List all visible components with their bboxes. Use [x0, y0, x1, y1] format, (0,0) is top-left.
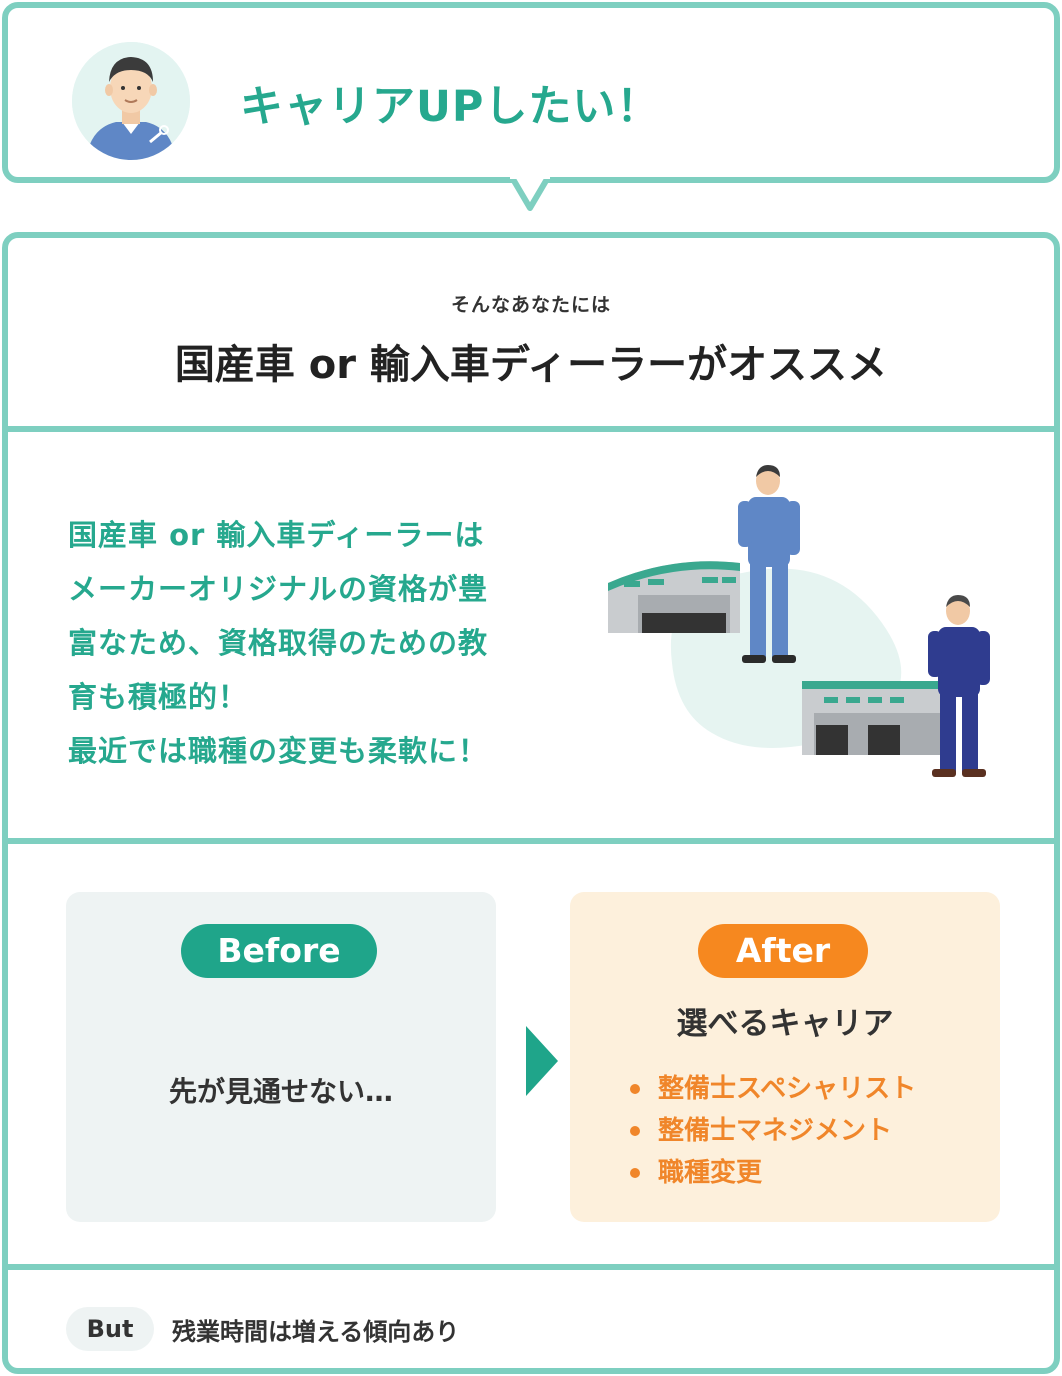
section-divider [8, 838, 1054, 844]
bubble-tail [510, 174, 550, 214]
list-item: 整備士スペシャリスト [630, 1068, 916, 1110]
arrow-right-icon [522, 1026, 562, 1096]
description-line: 国産車 or 輸入車ディーラーは [68, 518, 485, 552]
description: 国産車 or 輸入車ディーラーは メーカーオリジナルの資格が豊 富なため、資格取… [68, 508, 608, 778]
heading-ruby: そんなあなたには [450, 294, 611, 316]
dealership-illustration [602, 463, 1002, 803]
list-item-label: 職種変更 [658, 1158, 763, 1188]
speech-bubble: キャリアUPしたい！ [2, 2, 1060, 183]
description-line: 最近では職種の変更も柔軟に！ [68, 734, 489, 768]
after-panel: After 選べるキャリア 整備士スペシャリスト 整備士マネジメント 職種変更 [570, 892, 1000, 1222]
after-badge: After [698, 924, 868, 978]
main-card: そんなあなたには 国産車 or 輸入車ディーラーがオススメ 国産車 or 輸入車… [2, 232, 1060, 1374]
but-badge: But [66, 1307, 154, 1351]
bullet-icon [630, 1084, 640, 1094]
description-line: メーカーオリジナルの資格が豊 [68, 572, 489, 606]
career-list: 整備士スペシャリスト 整備士マネジメント 職種変更 [630, 1068, 916, 1194]
bullet-icon [630, 1168, 640, 1178]
before-panel: Before 先が見通せない… [66, 892, 496, 1222]
bullet-icon [630, 1126, 640, 1136]
before-badge: Before [181, 924, 377, 978]
section-divider [8, 1264, 1054, 1270]
section-divider [8, 426, 1054, 432]
footer-note: 残業時間は増える傾向あり [172, 1318, 460, 1346]
mechanic-avatar-icon [72, 42, 190, 160]
bubble-message: キャリアUPしたい！ [240, 82, 661, 132]
after-title: 選べるキャリア [676, 1006, 894, 1042]
list-item-label: 整備士マネジメント [658, 1116, 893, 1146]
description-line: 富なため、資格取得のための教 [68, 626, 489, 660]
page-title: 国産車 or 輸入車ディーラーがオススメ [174, 342, 888, 388]
list-item: 整備士マネジメント [630, 1110, 916, 1152]
list-item: 職種変更 [630, 1152, 916, 1194]
description-line: 育も積極的！ [68, 680, 249, 714]
before-text: 先が見通せない… [168, 1075, 393, 1108]
list-item-label: 整備士スペシャリスト [658, 1074, 917, 1104]
